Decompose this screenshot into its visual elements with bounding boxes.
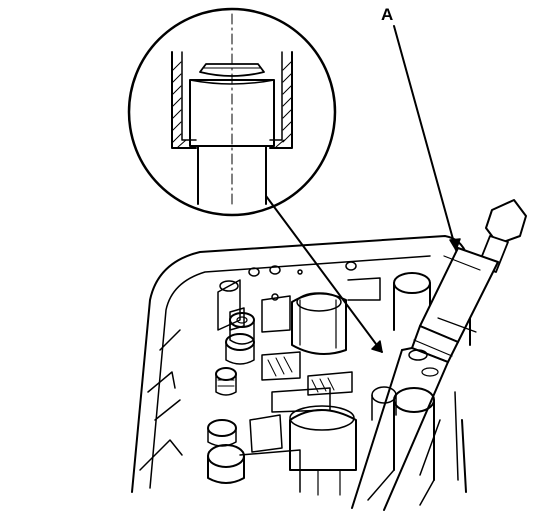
detail-leader-arrowhead	[371, 340, 383, 353]
callout-a-label: A	[381, 5, 394, 24]
seal-driver-tool	[351, 199, 527, 511]
right-cylinder-posts	[367, 272, 435, 506]
callout-a-arrowhead	[449, 238, 461, 251]
valve-body	[239, 277, 381, 496]
callout-a-leader-line	[393, 25, 457, 251]
valve-stems-left	[207, 279, 255, 484]
magnified-detail-circle	[127, 7, 337, 217]
detail-leader-line	[265, 195, 383, 353]
